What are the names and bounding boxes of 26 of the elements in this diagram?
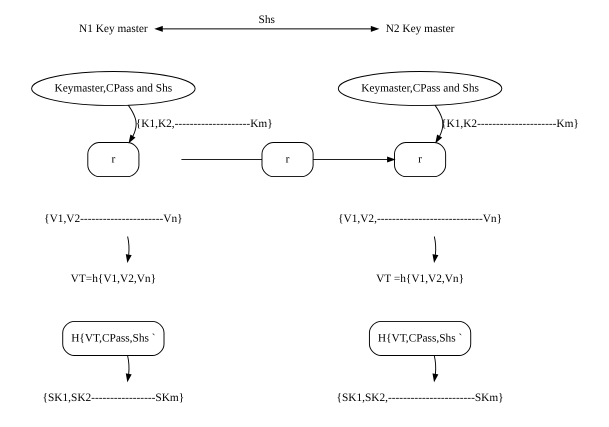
node-box: H{VT,CPass,Shs ` — [368, 320, 472, 356]
node-box: H{VT,CPass,Shs ` — [62, 320, 164, 356]
arrow — [432, 355, 438, 382]
arrow — [432, 236, 438, 264]
arrow — [126, 236, 132, 264]
node-text: N1 Key master — [79, 22, 148, 35]
node-box: r — [262, 142, 314, 178]
node-text: N2 Key master — [386, 22, 454, 35]
connector — [180, 159, 262, 160]
node-text: {SK1,SK2,-----------------------SKm} — [336, 392, 504, 404]
node-box: r — [87, 142, 140, 178]
node-text: VT=h{V1,V2,Vn} — [70, 272, 156, 285]
node-box: r — [394, 142, 446, 178]
node-text: {V1,V2----------------------Vn} — [44, 213, 183, 226]
arrow — [434, 105, 444, 144]
arrow — [128, 105, 137, 144]
node-ellipse: Keymaster,CPass and Shs — [31, 71, 196, 106]
node-text: VT =h{V1,V2,Vn} — [376, 272, 464, 285]
node-text: {SK1,SK2-----------------SKm} — [42, 392, 184, 404]
node-text: {V1,V2,----------------------------Vn} — [338, 213, 502, 226]
arrow — [154, 26, 380, 32]
edge-label: {K1,K2,--------------------Km} — [136, 118, 273, 130]
node-ellipse: Keymaster,CPass and Shs — [338, 71, 502, 106]
edge-label: Shs — [258, 14, 275, 26]
arrow — [126, 355, 132, 382]
arrow — [312, 156, 396, 163]
